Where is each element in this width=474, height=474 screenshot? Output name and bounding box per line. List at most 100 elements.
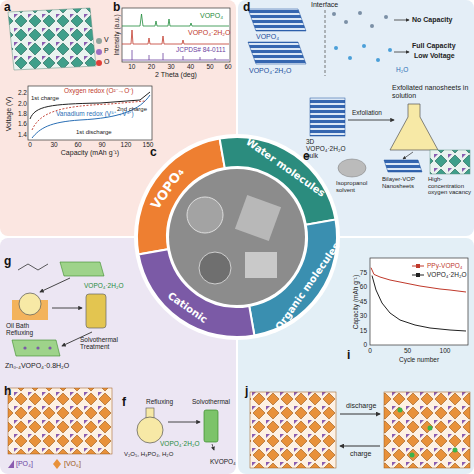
- vial: [204, 410, 218, 442]
- ion: [428, 426, 433, 431]
- legend-label: VOPO₄·2H₂O: [427, 271, 467, 278]
- tick-label: 15: [360, 327, 367, 334]
- panel-letter: b: [113, 1, 120, 14]
- sem-image: [235, 195, 281, 241]
- arrow: [340, 414, 380, 415]
- annotation: No Capacity: [412, 16, 452, 24]
- bulk-crystal: [310, 98, 345, 136]
- annotation: Full Capacity: [412, 42, 456, 50]
- arrow: [348, 120, 394, 121]
- flask: [390, 104, 438, 150]
- molecule: [384, 15, 388, 19]
- annotation: 3D VOPO₄·2H₂O bulk: [306, 138, 354, 159]
- annotation: High-concentration oxygen vacancy: [428, 176, 474, 196]
- crystal-structure: [250, 392, 336, 468]
- ring-border: [134, 134, 340, 340]
- compound-label: KVOPO₄: [210, 458, 236, 465]
- sem-image: [187, 197, 223, 233]
- trace-label: VOPO₄: [200, 12, 223, 20]
- axis-title: Capacity (mAh g⁻¹): [61, 149, 119, 157]
- annotation: 2nd charge: [117, 106, 147, 113]
- sem-collage: [169, 169, 305, 305]
- layered-structure: [12, 340, 60, 356]
- molecule: [358, 11, 362, 15]
- trace-label: JCPDS# 84-0111: [176, 46, 226, 53]
- structure-label: VOPO₄·2H₂O: [249, 67, 292, 75]
- annotation: Isopropanol solvent: [336, 180, 380, 193]
- ion: [398, 408, 403, 413]
- annotation: Low Voltage: [414, 52, 455, 60]
- charge-curve: [30, 92, 150, 119]
- nanosheet: [384, 160, 422, 172]
- step-label: Solvothermal: [192, 398, 230, 405]
- plot-frame: [370, 258, 468, 345]
- axis-title: Cycle number: [399, 356, 439, 363]
- tick-label: 45: [360, 298, 367, 305]
- tick-label: 0: [363, 341, 367, 348]
- tick-label: 30: [167, 63, 174, 70]
- annotation: Exfoliation: [352, 109, 382, 116]
- structure-label: VOPO₄: [256, 33, 279, 41]
- tick-label: 0: [368, 347, 372, 354]
- compound-label: VOPO₄·2H₂O: [160, 440, 200, 447]
- axis-title: Capacity (mAh g⁻¹): [352, 275, 359, 329]
- tick-label: 50: [206, 63, 213, 70]
- panel-background: [0, 0, 236, 236]
- legend-label: PPy-VOPO₄: [427, 262, 463, 269]
- legend-swatch: [96, 60, 102, 66]
- ion: [410, 453, 415, 458]
- panel-letter: a: [4, 1, 11, 14]
- compound-label: VOPO₄·2H₂O: [84, 282, 124, 289]
- tick-label: 60: [74, 141, 81, 148]
- tick-label: 2.2: [18, 89, 27, 96]
- tick-label: 30: [360, 312, 367, 319]
- layered-structure: [60, 262, 104, 276]
- legend-label: V: [104, 36, 109, 44]
- step-label: Solvothermal Treatment: [80, 336, 136, 350]
- molecule-sketch: [18, 264, 48, 270]
- tick-label: 30: [50, 141, 57, 148]
- polyhedron-key: [53, 459, 61, 469]
- panel-letter: h: [4, 385, 11, 398]
- ion: [48, 346, 51, 349]
- step-label: Oil Bath Refluxing: [6, 322, 54, 336]
- ion: [453, 448, 458, 453]
- polyhedron-label: [PO₄]: [16, 460, 33, 468]
- panel-background: [238, 238, 474, 474]
- panel-letter: f: [122, 396, 126, 409]
- arrow: [403, 152, 413, 159]
- polyhedron-key: [8, 460, 14, 468]
- annotation: Exfoliated nanosheets in solution: [392, 84, 472, 99]
- legend-marker: [416, 273, 420, 277]
- legend-swatch: [96, 38, 102, 44]
- electrolyte-molecules: [332, 11, 392, 62]
- tick-label: 120: [121, 141, 132, 148]
- vacancy-structure: [430, 150, 470, 174]
- sem-image: [245, 252, 277, 278]
- panel-background: [0, 238, 236, 474]
- plot-frame: [28, 86, 152, 140]
- arrow: [168, 422, 200, 423]
- axis-title: Intensity (a.u.): [113, 14, 120, 55]
- tick-label: 50: [404, 347, 411, 354]
- flask: [137, 417, 163, 443]
- plot-frame: [122, 8, 230, 62]
- compound-label: Zn₀.₄VOPO₄·0.8H₂O: [5, 362, 69, 370]
- panel-letter: g: [4, 255, 11, 268]
- tick-label: 1.4: [18, 131, 27, 138]
- interface-line: [325, 10, 326, 76]
- legend-marker: [416, 264, 420, 268]
- panel-letter: i: [347, 349, 350, 362]
- arrow: [212, 444, 214, 450]
- annotation: 1st charge: [31, 95, 59, 102]
- tick-label: 0: [28, 141, 32, 148]
- arrow-label: discharge: [346, 402, 376, 410]
- annotation: 1st discharge: [76, 129, 112, 136]
- sem-image: [199, 252, 231, 284]
- legend-label: P: [104, 47, 109, 55]
- ion: [36, 346, 39, 349]
- tick-label: 1.6: [18, 120, 27, 127]
- tick-label: 60: [224, 63, 231, 70]
- molecule: [334, 46, 338, 50]
